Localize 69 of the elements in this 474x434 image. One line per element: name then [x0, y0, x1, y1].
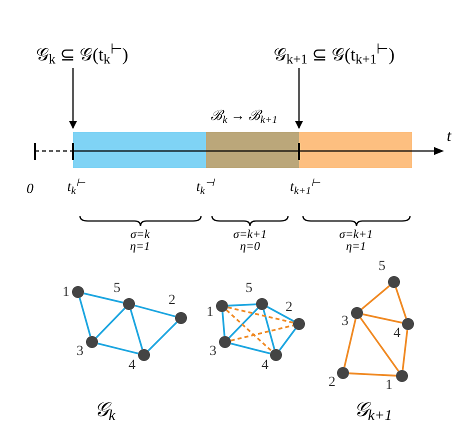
arrow	[295, 68, 303, 129]
graph-edge	[362, 313, 402, 324]
math-label: 𝒢$_{k}$ ⊆ 𝒢(t$_{k}$$^{⊢}$)	[36, 44, 128, 66]
graph-edge	[262, 310, 276, 350]
graph-edge	[395, 287, 407, 319]
graph-edge	[266, 306, 294, 322]
graph-vertex	[216, 300, 228, 312]
graph-vertex	[175, 312, 187, 324]
math-label: ℬ$_{k}$ → ℬ$_{k+1}$	[210, 110, 278, 124]
graph-edge	[348, 372, 396, 377]
graph-edge	[230, 342, 270, 354]
graph-vertex	[219, 336, 231, 348]
vertex-number: 3	[76, 345, 84, 359]
vertex-number: 2	[286, 301, 292, 315]
graph-vertex	[270, 349, 282, 361]
vertex-number: 3	[342, 315, 348, 329]
graph-vertex	[337, 367, 349, 379]
graph-vertex	[72, 286, 84, 298]
graph-title: 𝒢$_{k}$	[94, 400, 116, 420]
tick-label: 0	[26, 183, 34, 197]
graph-edge	[134, 304, 176, 318]
vertex-number: 2	[328, 376, 336, 390]
vertex-number: 1	[62, 286, 70, 300]
graph-vertex	[402, 318, 414, 330]
graph-edge	[228, 306, 294, 324]
graph-edge	[130, 310, 144, 350]
vertex-number: 5	[246, 282, 252, 296]
brace-label: η=1	[346, 240, 366, 252]
graph-edge	[226, 309, 272, 352]
graph-edge	[78, 298, 92, 336]
graph-vertex	[256, 298, 268, 310]
brace-label: σ=k+1	[339, 228, 373, 240]
graph-edge	[222, 312, 226, 336]
vertex-number: 1	[206, 306, 214, 320]
graph-vertex	[86, 336, 98, 348]
graph-edge	[361, 285, 390, 310]
graph-title: 𝒢$_{k+1}$	[354, 400, 392, 420]
graph-edge	[84, 292, 124, 304]
graph-edge	[96, 308, 126, 338]
vertex-number: 2	[168, 294, 176, 308]
graph-vertex	[138, 349, 150, 361]
graph-edge	[228, 308, 258, 338]
vertex-number: 5	[378, 260, 386, 274]
graph-vertex	[396, 370, 408, 382]
vertex-number: 1	[386, 379, 392, 393]
graph-edge	[360, 317, 400, 372]
graph-edge	[402, 330, 408, 370]
vertex-number: 4	[394, 327, 400, 341]
math-label: 𝒢$_{k+1}$ ⊆ 𝒢(t$_{k+1}$$^{⊢}$)	[273, 44, 395, 66]
brace-label: η=1	[130, 240, 150, 252]
graph-edge	[278, 328, 296, 351]
graph-edge	[228, 303, 256, 307]
brace-label: σ=k+1	[233, 228, 267, 240]
vertex-number: 3	[210, 345, 216, 359]
brace-label: σ=k	[130, 228, 150, 240]
graph-edge	[148, 322, 178, 352]
vertex-number: 4	[128, 359, 136, 373]
graph-edge	[343, 318, 357, 368]
vertex-number: 5	[114, 282, 120, 296]
graph-vertex	[388, 276, 400, 288]
axis-label: t	[446, 129, 452, 145]
arrow	[69, 68, 77, 129]
graph-edge	[230, 324, 294, 342]
graph-edge	[98, 342, 138, 354]
brace-label: η=0	[240, 240, 260, 252]
vertex-number: 4	[262, 359, 268, 373]
graph-vertex	[123, 298, 135, 310]
graph-vertex	[351, 307, 363, 319]
graph-vertex	[293, 318, 305, 330]
